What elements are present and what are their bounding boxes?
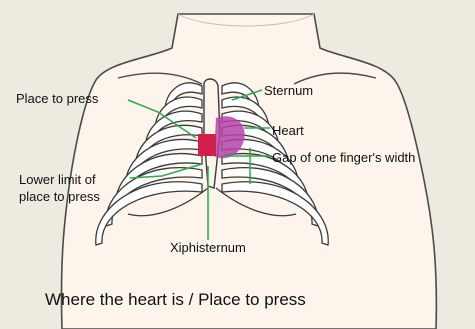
caption: Where the heart is / Place to press bbox=[45, 290, 306, 310]
label-gap-one-finger: Gap of one finger's width bbox=[272, 150, 415, 165]
label-sternum: Sternum bbox=[264, 83, 313, 98]
label-heart: Heart bbox=[272, 123, 304, 138]
label-place-to-press: Place to press bbox=[16, 91, 98, 106]
label-lower-limit-line2: place to press bbox=[19, 189, 100, 204]
press-area-shape bbox=[198, 134, 216, 156]
label-xiphisternum: Xiphisternum bbox=[170, 240, 246, 255]
label-lower-limit-line1: Lower limit of bbox=[19, 172, 96, 187]
